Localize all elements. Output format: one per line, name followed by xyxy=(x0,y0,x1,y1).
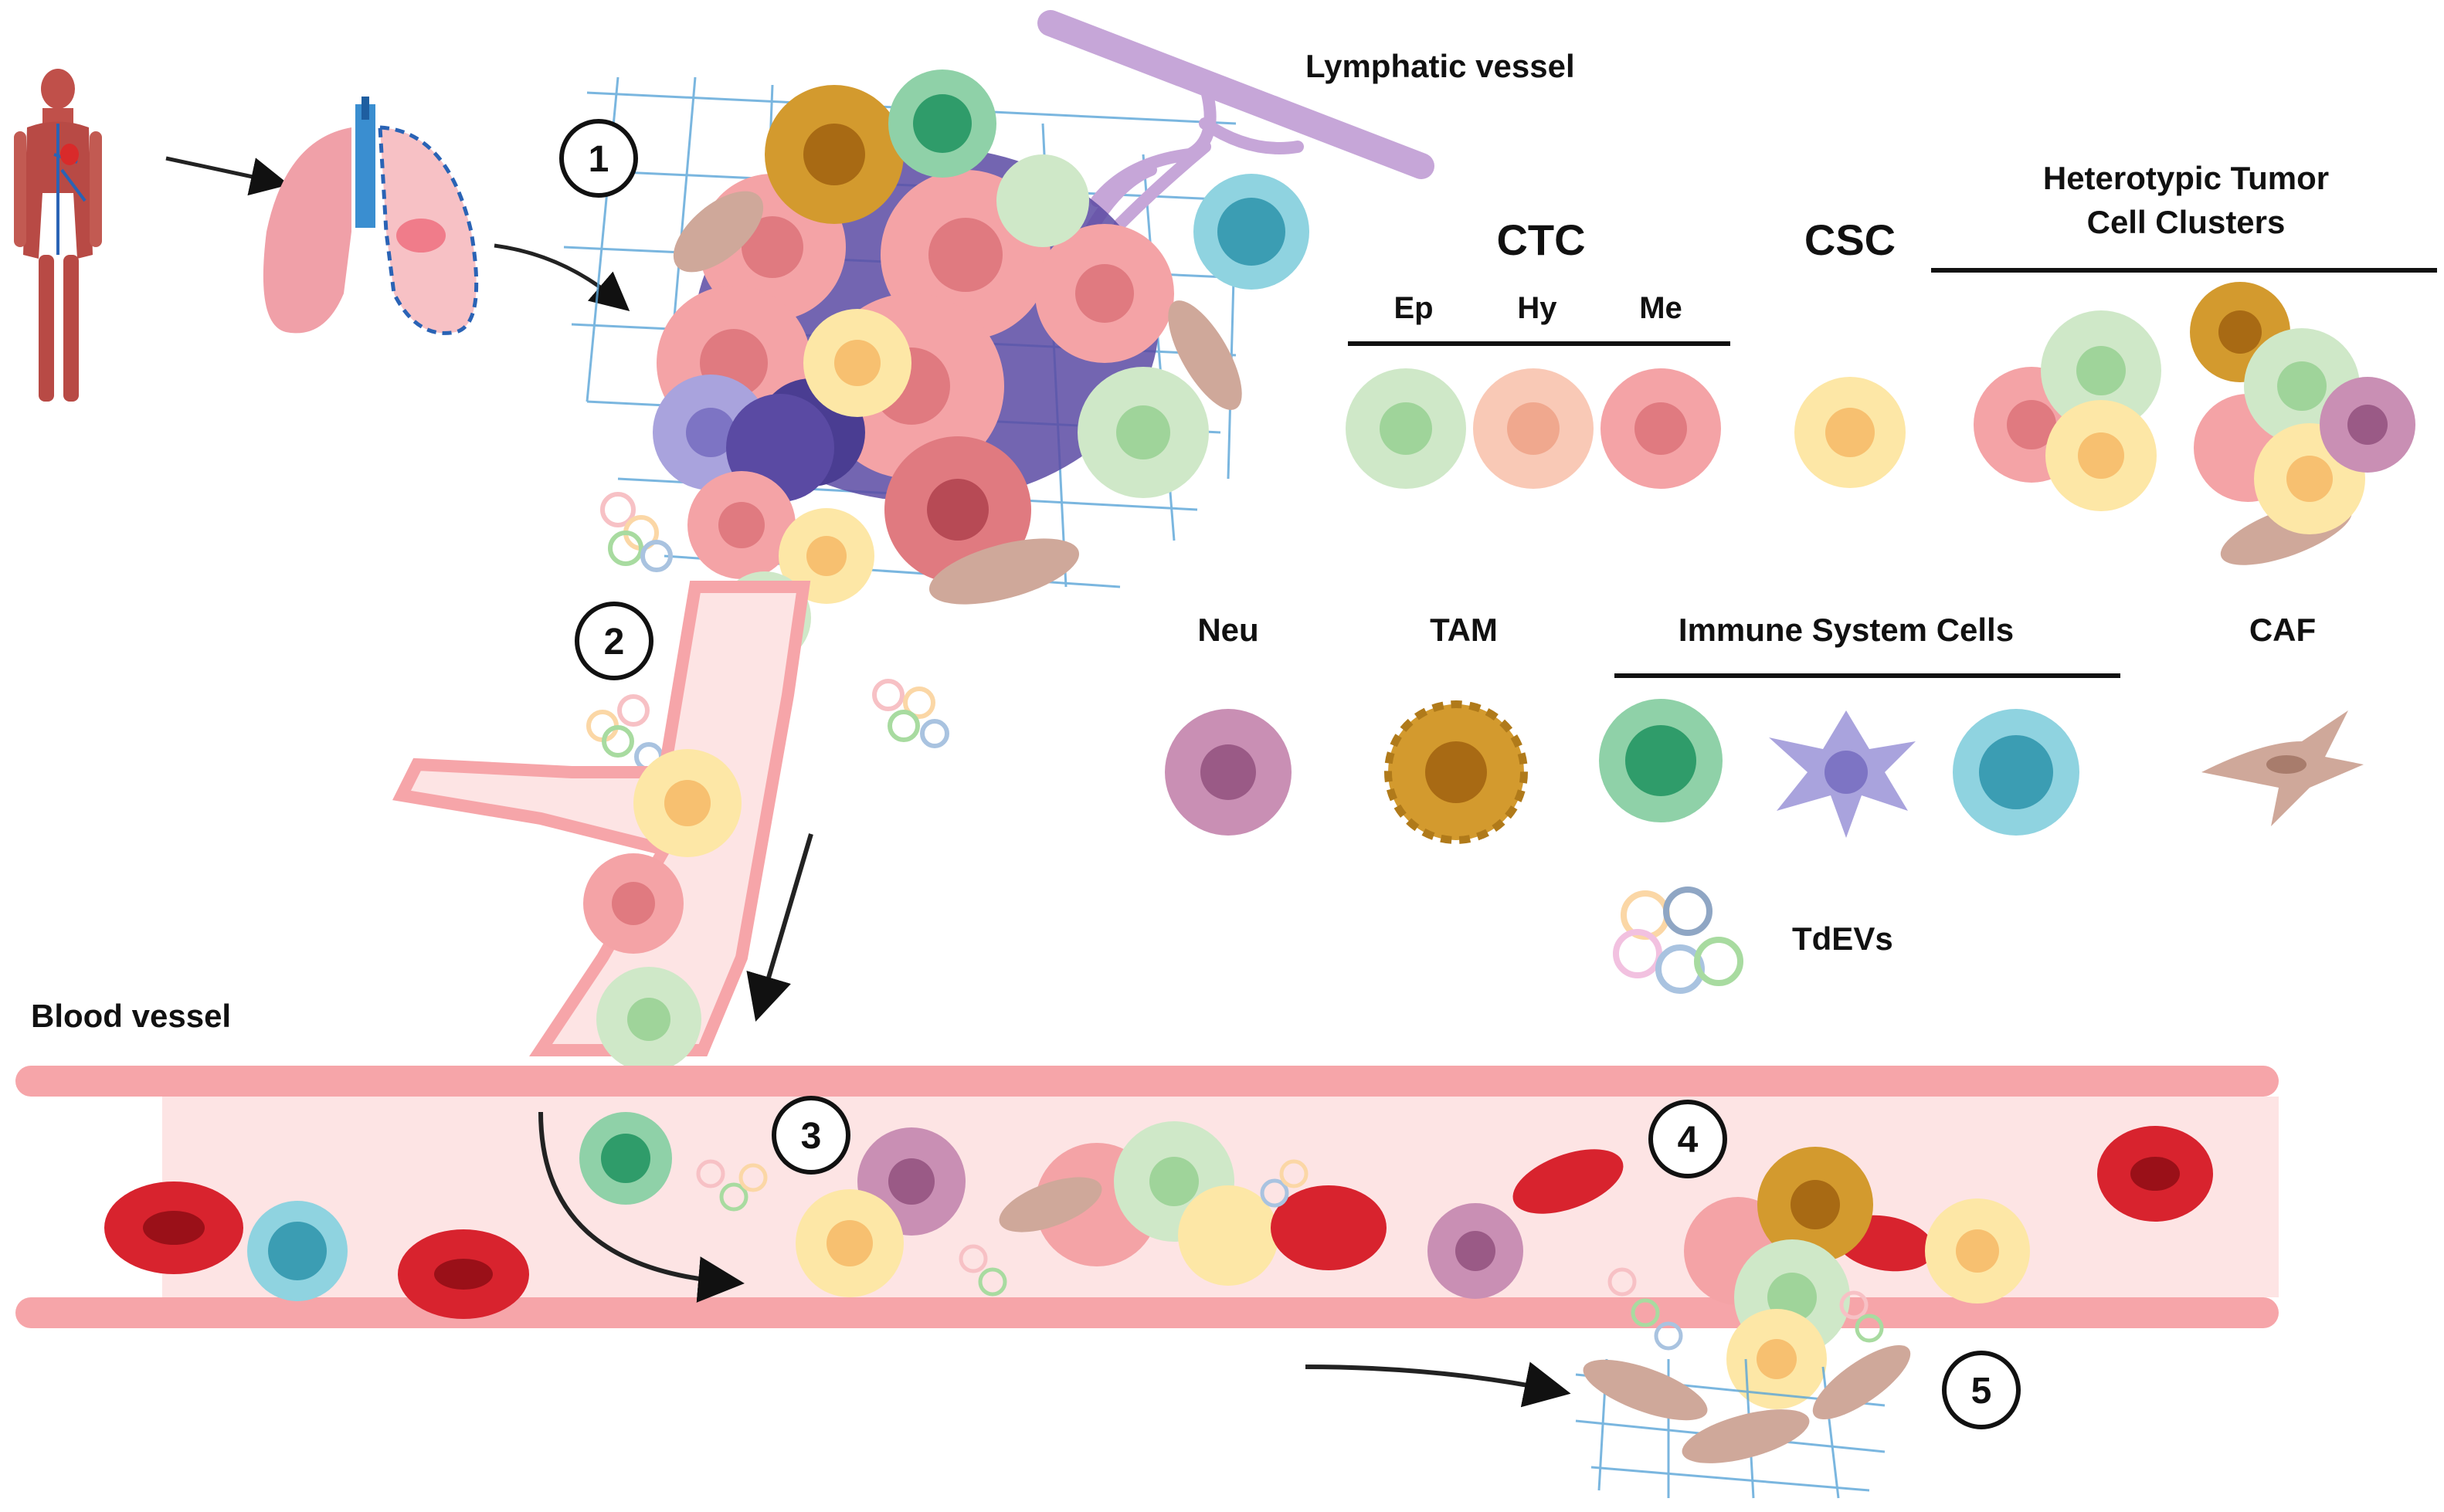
circulating-cells xyxy=(104,1112,2213,1409)
svg-text:3: 3 xyxy=(801,1116,822,1157)
svg-text:4: 4 xyxy=(1678,1120,1699,1161)
legend-caf-cell xyxy=(2201,710,2364,826)
tdevs-cluster xyxy=(586,492,949,771)
legend-heterotypic-line1: Heterotypic Tumor xyxy=(2043,160,2329,196)
lungs-icon xyxy=(263,97,479,335)
svg-text:1: 1 xyxy=(589,139,609,180)
legend-ctc-cells xyxy=(1346,368,1721,489)
legend-immune: Immune System Cells xyxy=(1679,612,2014,648)
legend-b-cell xyxy=(1953,709,2079,836)
step-2: 2 xyxy=(575,602,653,680)
legend-csc: CSC xyxy=(1804,215,1896,264)
human-body-icon xyxy=(14,69,102,402)
svg-text:2: 2 xyxy=(604,622,625,663)
tdevs-vessel xyxy=(696,1159,1884,1351)
svg-text:5: 5 xyxy=(1971,1371,1992,1412)
legend-ctc-ep: Ep xyxy=(1393,291,1433,325)
step-5: 5 xyxy=(1942,1351,2021,1429)
arrow-icon xyxy=(746,833,813,1022)
legend-csc-cell xyxy=(1794,377,1906,488)
primary-tumor xyxy=(653,69,1309,664)
arrow-icon xyxy=(1305,1361,1571,1408)
legend-tam-cell xyxy=(1384,700,1528,844)
step-3: 3 xyxy=(772,1096,850,1175)
angiogenic-vessel xyxy=(392,581,811,1072)
legend-dendritic-cell xyxy=(1769,710,1916,838)
legend-tdevs-icon xyxy=(1613,887,1743,994)
secondary-site-matrix xyxy=(1575,1344,1911,1499)
legend-ctc-hy: Hy xyxy=(1517,291,1557,325)
label-lymphatic-vessel: Lymphatic vessel xyxy=(1305,48,1575,84)
step-1: 1 xyxy=(559,119,638,198)
arrow-icon xyxy=(538,1111,745,1303)
legend-caf: CAF xyxy=(2249,612,2316,648)
arrow-icon xyxy=(165,156,290,196)
arrow-icon xyxy=(494,243,630,312)
legend-ctc: CTC xyxy=(1496,215,1585,264)
legend-t-cell xyxy=(1599,699,1723,822)
legend-neu-cell xyxy=(1165,709,1292,836)
step-4: 4 xyxy=(1648,1100,1727,1178)
legend-heterotypic-cluster-b xyxy=(2190,282,2415,565)
legend-neu: Neu xyxy=(1197,612,1258,648)
legend-ctc-me: Me xyxy=(1639,291,1682,325)
legend-heterotypic-line2: Cell Clusters xyxy=(2087,204,2286,240)
label-blood-vessel: Blood vessel xyxy=(31,998,231,1034)
legend-tdevs: TdEVs xyxy=(1792,920,1893,957)
lymphatic-vessel xyxy=(1037,10,1434,253)
legend-heterotypic-cluster-a xyxy=(1974,310,2161,511)
legend-tam: TAM xyxy=(1430,612,1498,648)
